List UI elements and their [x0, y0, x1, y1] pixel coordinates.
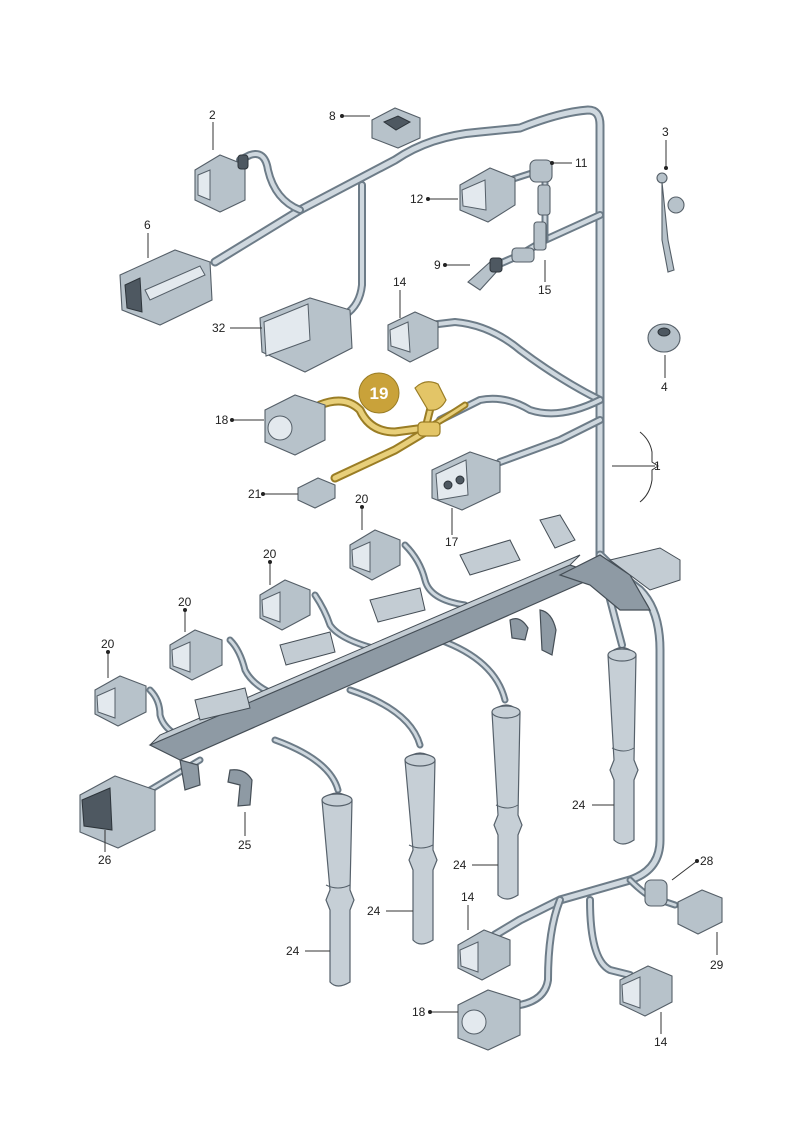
callout-15: 15	[538, 283, 552, 297]
connector-26[interactable]	[79, 775, 156, 849]
ignition-coil-3[interactable]	[404, 752, 438, 945]
connector-20-e[interactable]	[349, 529, 401, 581]
callout-24-a: 24	[572, 798, 586, 812]
callout-20-e: 20	[355, 492, 369, 506]
callout-20-d: 20	[263, 547, 277, 561]
callout-20-b: 20	[101, 637, 115, 651]
callout-20-c: 20	[178, 595, 192, 609]
callout-3: 3	[662, 125, 669, 139]
callout-28: 28	[700, 854, 714, 868]
callout-8: 8	[329, 109, 336, 123]
ignition-coil-1[interactable]	[607, 646, 639, 845]
grommet-4[interactable]	[647, 323, 681, 353]
callout-14-upper: 14	[393, 275, 407, 289]
callout-32: 32	[212, 321, 226, 335]
connector-29[interactable]	[677, 889, 723, 935]
sensor-11[interactable]	[529, 159, 553, 216]
connector-2[interactable]	[194, 154, 249, 213]
connector-20-d[interactable]	[259, 579, 311, 631]
callout-29: 29	[710, 958, 724, 972]
callout-4: 4	[661, 380, 668, 394]
callout-18-upper: 18	[215, 413, 229, 427]
connector-17[interactable]	[431, 451, 501, 511]
callout-14-mid: 14	[461, 890, 475, 904]
callout-leaders	[104, 114, 718, 1034]
callout-1: 1	[654, 459, 661, 473]
callout-2: 2	[209, 108, 216, 122]
wire-bundle	[146, 105, 679, 1009]
connector-21[interactable]	[297, 477, 336, 509]
highlighted-part-19[interactable]	[315, 381, 469, 483]
connector-28[interactable]	[644, 879, 668, 907]
connector-18-upper[interactable]	[264, 394, 326, 456]
sensor-9[interactable]	[467, 257, 503, 291]
callout-labels: 1 2 3 4 6 8 9 11 12 14 14 14 15 17 18 18…	[98, 108, 724, 1049]
callout-24-c: 24	[367, 904, 381, 918]
ignition-coil-2[interactable]	[491, 704, 523, 900]
connector-15[interactable]	[511, 221, 547, 263]
connector-12[interactable]	[459, 167, 516, 223]
connector-32[interactable]	[259, 297, 353, 373]
connector-18-lower[interactable]	[457, 989, 521, 1051]
callout-26: 26	[98, 853, 112, 867]
connector-20-c[interactable]	[169, 629, 223, 681]
callout-24-d: 24	[286, 944, 300, 958]
connector-14-upper[interactable]	[387, 311, 439, 363]
callout-18-lower: 18	[412, 1005, 426, 1019]
callout-21: 21	[248, 487, 262, 501]
connector-8[interactable]	[371, 107, 421, 149]
callout-12: 12	[410, 192, 424, 206]
clip-3[interactable]	[656, 172, 685, 273]
connector-14-lower[interactable]	[619, 965, 673, 1017]
connector-6[interactable]	[119, 249, 213, 326]
callout-24-b: 24	[453, 858, 467, 872]
connector-20-b[interactable]	[94, 675, 147, 727]
highlight-badge-number: 19	[370, 384, 389, 403]
callout-17: 17	[445, 535, 459, 549]
highlight-badge[interactable]: 19	[358, 372, 400, 414]
harness-rail	[148, 514, 681, 807]
callout-14-lower: 14	[654, 1035, 668, 1049]
callout-11: 11	[575, 156, 588, 170]
callout-9: 9	[434, 258, 441, 272]
callout-6: 6	[144, 218, 151, 232]
ignition-coil-4[interactable]	[321, 792, 355, 987]
callout-25: 25	[238, 838, 252, 852]
connector-14-mid[interactable]	[457, 929, 511, 981]
